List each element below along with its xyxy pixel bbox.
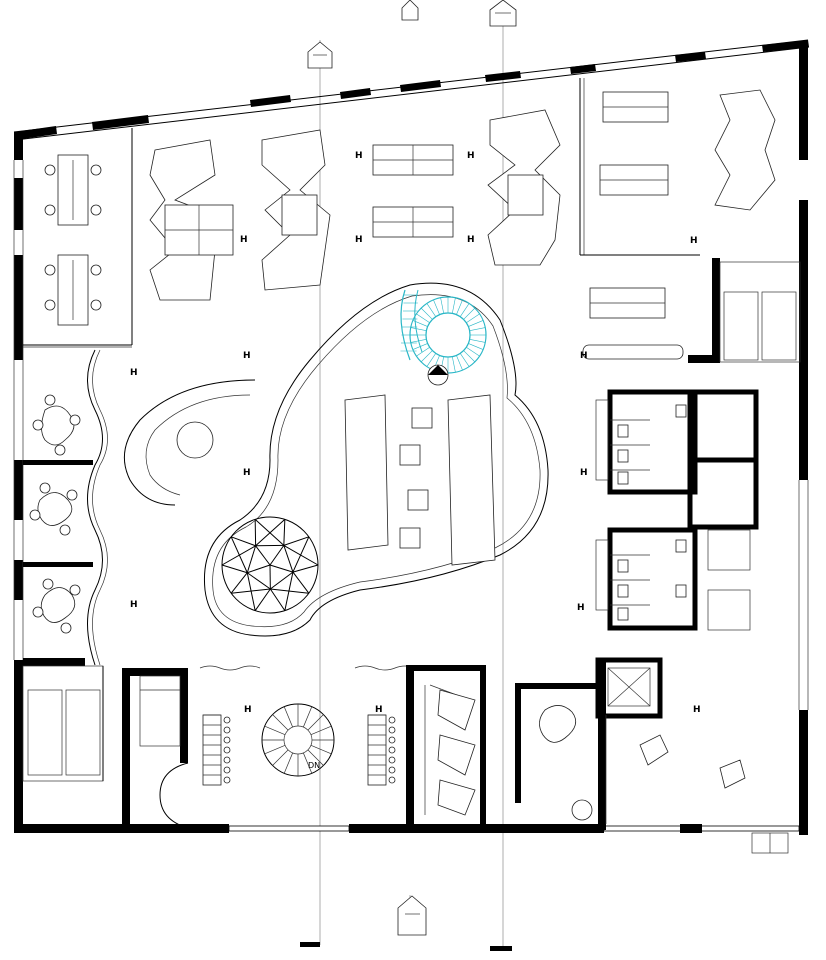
stair-direction-label: DN: [308, 761, 320, 770]
height-marker-label: H: [355, 151, 363, 161]
height-marker-label: H: [355, 235, 363, 245]
reference-grid: [300, 0, 517, 951]
height-marker-label: H: [375, 705, 383, 715]
height-marker-label: H: [130, 600, 138, 610]
height-marker-label: H: [577, 603, 585, 613]
workstation-cluster-3: [487, 109, 561, 266]
height-marker-label: H: [693, 705, 701, 715]
left-rooms: [23, 128, 133, 666]
lounge-sofa-right: [582, 344, 684, 360]
level-marker-atrium: [427, 364, 449, 386]
booth-room: [406, 665, 486, 827]
height-marker-label: H: [130, 368, 138, 378]
desk-cluster-left-top: [44, 154, 102, 226]
outer-walls: [13, 39, 810, 854]
bench-rack-left: [202, 714, 231, 786]
meeting-table-1: [32, 394, 81, 456]
height-marker-label: H: [580, 468, 588, 478]
height-marker-label: H: [467, 151, 475, 161]
section-marker-top-left: [307, 41, 333, 69]
height-marker-label: H: [580, 351, 588, 361]
elevator: [595, 657, 663, 719]
stair-bottom-left: [22, 665, 104, 782]
height-marker-label: H: [240, 235, 248, 245]
desk-single-right: [589, 287, 666, 319]
workstation-cluster-1: [149, 139, 234, 301]
geodesic-dome: [221, 516, 319, 614]
desk-row-center-1: [372, 144, 454, 176]
spiral-stair-bottom: DN: [261, 703, 335, 777]
height-markers: H H H H H H H H H H H H H H H H: [130, 151, 701, 715]
height-marker-label: H: [467, 235, 475, 245]
restroom-lower: [595, 527, 698, 631]
office-top-right: [579, 78, 776, 256]
core-room-bottom: [122, 668, 189, 829]
desk-row-center-2: [372, 206, 454, 238]
meeting-table-2: [29, 482, 78, 536]
height-marker-label: H: [244, 705, 252, 715]
height-marker-label: H: [243, 468, 251, 478]
height-marker-label: H: [690, 236, 698, 246]
section-marker-top-center: [489, 0, 517, 27]
restroom-upper: [595, 389, 698, 495]
lounge-chairs-bottom-right: [605, 715, 746, 824]
section-marker-top-small: [401, 0, 419, 21]
curved-bench-left: [123, 379, 256, 506]
central-atrium: [203, 282, 549, 637]
workstation-cluster-2: [261, 129, 331, 291]
height-marker-label: H: [243, 351, 251, 361]
bench-rack-right: [367, 714, 396, 786]
service-rooms: [687, 389, 759, 530]
stair-right: [688, 258, 801, 631]
desk-cluster-left-bottom: [44, 254, 102, 326]
section-marker-bottom: [397, 895, 427, 936]
meeting-room-bottom: [515, 660, 606, 830]
meeting-table-3: [32, 578, 81, 634]
spiral-ramp: [400, 289, 487, 374]
